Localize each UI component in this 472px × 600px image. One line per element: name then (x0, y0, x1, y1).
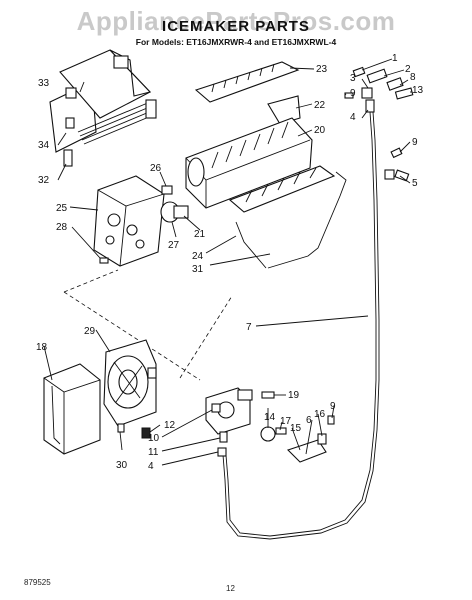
callout-3: 3 (350, 73, 356, 84)
callout-23: 23 (316, 64, 328, 75)
clip (161, 185, 173, 195)
callout-32: 32 (38, 175, 50, 186)
control-housing (93, 175, 165, 267)
clamp (275, 427, 287, 435)
mounting-plate (49, 49, 152, 153)
diagram-title: ICEMAKER PARTS (162, 18, 310, 35)
callout-30: 30 (116, 460, 128, 471)
callout-16: 16 (314, 409, 326, 420)
callout-6: 6 (306, 415, 312, 426)
fill-cup (267, 95, 301, 125)
ice-stripper (228, 165, 336, 213)
watermark: AppliancePartsPros.com (76, 6, 396, 36)
callout-18: 18 (36, 342, 48, 353)
callout-1: 1 (392, 53, 398, 64)
connector (63, 149, 73, 167)
callout-31: 31 (192, 264, 204, 275)
motor-gear-assembly (103, 339, 157, 427)
callout-26: 26 (150, 163, 162, 174)
callout-33: 33 (38, 78, 50, 89)
callout-20: 20 (314, 125, 326, 136)
screw (117, 423, 125, 433)
tube-nut (217, 447, 227, 457)
screw (99, 257, 109, 264)
callout-10: 10 (148, 433, 160, 444)
callout-11: 11 (148, 447, 159, 458)
callout-28: 28 (56, 222, 68, 233)
callout-9c: 9 (330, 401, 336, 412)
callout-4: 4 (350, 112, 356, 123)
ejector-assembly (194, 61, 300, 103)
callout-7: 7 (246, 322, 252, 333)
water-valve (205, 387, 253, 435)
callout-2: 2 (405, 64, 411, 75)
water-tube (225, 111, 377, 537)
document-code: 879525 (24, 578, 51, 587)
callout-13: 13 (412, 85, 424, 96)
leader-lines (43, 58, 412, 466)
callout-22: 22 (314, 100, 326, 111)
callout-34: 34 (38, 140, 50, 151)
tube-nut-group (384, 147, 410, 182)
callout-21: 21 (194, 229, 206, 240)
callout-9: 9 (350, 88, 356, 99)
diagram-subtitle: For Models: ET16JMXRWR-4 and ET16JMXRWL-… (135, 37, 337, 47)
callout-9b: 9 (412, 137, 418, 148)
valve-fitting (219, 431, 228, 443)
inlet-fitting-group (344, 66, 414, 113)
screw (327, 415, 335, 425)
heater-terminal (141, 427, 151, 439)
callout-5: 5 (412, 178, 418, 189)
water-tube-inner (222, 111, 380, 540)
callout-15: 15 (290, 423, 302, 434)
bearing (173, 205, 189, 219)
screw (261, 391, 275, 399)
callout-17: 17 (280, 416, 292, 427)
callout-29: 29 (84, 326, 96, 337)
guide-line (179, 295, 233, 379)
icemaker-mold (185, 117, 313, 209)
grommet (260, 426, 276, 442)
callout-12: 12 (164, 420, 176, 431)
shutoff-arm (235, 171, 347, 269)
front-cover (43, 363, 101, 455)
wire-harness (77, 99, 157, 145)
callout-8: 8 (410, 72, 416, 83)
callout-19: 19 (288, 390, 300, 401)
guide-line (63, 291, 201, 381)
callout-25: 25 (56, 203, 68, 214)
callout-27: 27 (168, 240, 180, 251)
page-number: 12 (226, 584, 235, 593)
callout-4b: 4 (148, 461, 154, 472)
callout-14: 14 (264, 412, 276, 423)
callout-24: 24 (192, 251, 204, 262)
guide-line (63, 269, 119, 293)
